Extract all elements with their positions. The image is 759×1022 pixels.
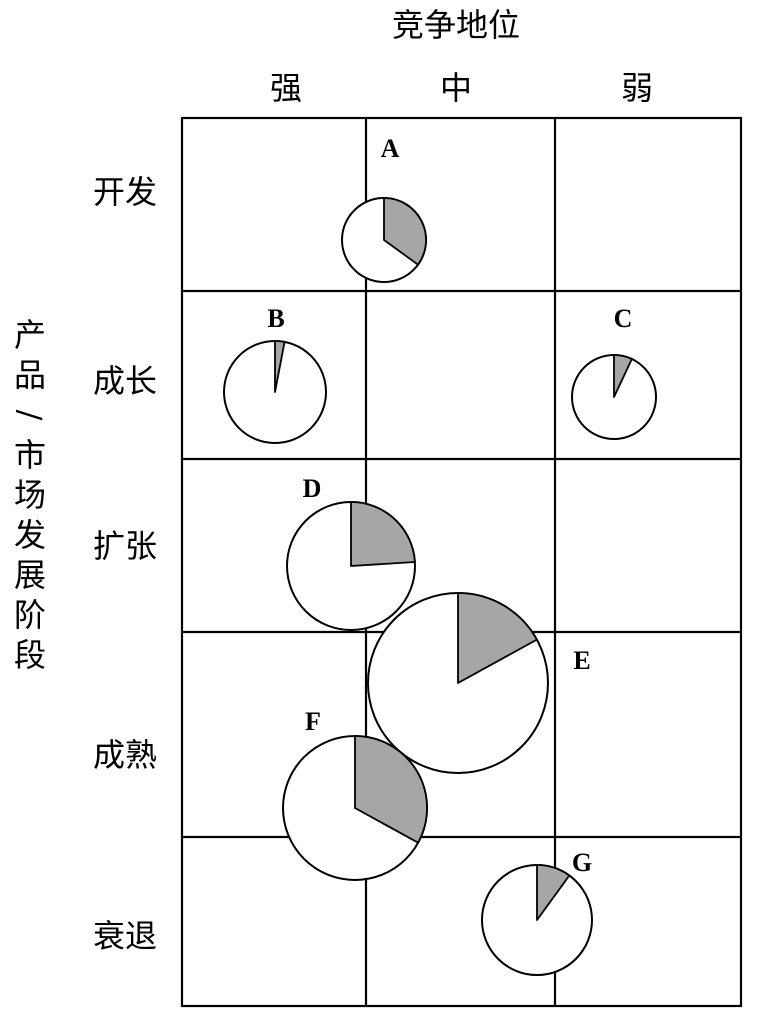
row-label-decline: 衰退 (93, 917, 157, 955)
bubble-f: F (282, 707, 428, 881)
row-label-development: 开发 (93, 173, 157, 211)
y-axis-title-char: 市 (14, 436, 46, 474)
bubble-b: B (223, 304, 327, 444)
bubble-a: A (341, 134, 427, 283)
bubble-d-label: D (303, 474, 322, 503)
bubble-a-label: A (381, 134, 400, 163)
bubble-g-share-slice (536, 864, 571, 921)
y-axis-title-char: 发 (14, 516, 46, 554)
y-axis-title-char: 场 (14, 476, 46, 514)
bubble-c-share-slice (613, 354, 633, 398)
column-label-medium: 中 (440, 69, 472, 107)
bubble-e-label: E (573, 646, 590, 675)
x-axis-title: 竞争地位 (392, 6, 520, 44)
bubble-b-label: B (267, 304, 284, 333)
column-label-weak: 弱 (621, 69, 653, 107)
bubble-c: C (571, 304, 657, 440)
y-axis-title-char: 阶 (14, 596, 46, 634)
y-axis-title-char: / (11, 410, 49, 421)
y-axis-title-char: 展 (14, 556, 46, 594)
row-label-expansion: 扩张 (93, 527, 157, 565)
bubble-b-share-slice (274, 340, 286, 393)
bubble-d: D (286, 474, 416, 631)
bubble-f-share-slice (354, 735, 428, 844)
grid-border (180, 116, 743, 1008)
bubble-f-label: F (305, 707, 321, 736)
y-axis-title-char: 段 (14, 636, 46, 674)
bubble-g: G (481, 848, 593, 976)
row-label-growth: 成长 (93, 362, 157, 400)
bubble-c-label: C (614, 304, 633, 333)
bubble-e-share-slice (457, 592, 538, 684)
bubbles: A B C D E F G (223, 134, 657, 976)
bubble-e: E (367, 592, 591, 774)
matrix-grid (180, 116, 743, 1008)
bubble-g-label: G (572, 848, 592, 877)
y-axis-title-char: 品 (14, 356, 46, 394)
y-axis-title-char: 产 (14, 316, 46, 354)
bubble-a-share-slice (383, 197, 427, 266)
bubble-d-share-slice (350, 501, 416, 567)
column-label-strong: 强 (270, 69, 302, 107)
row-label-maturity: 成熟 (93, 736, 157, 774)
